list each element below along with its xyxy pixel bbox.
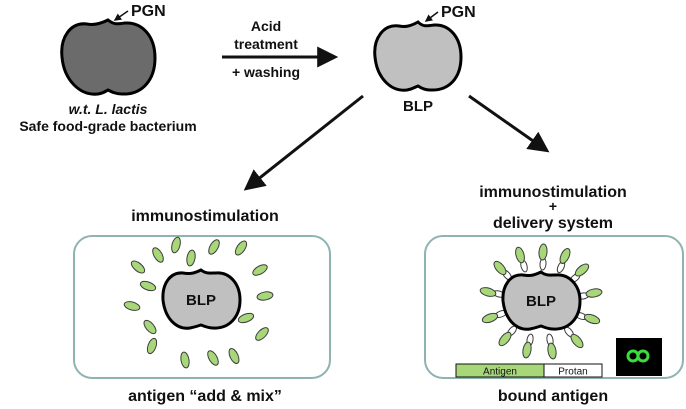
legend-protan-label: Protan	[558, 367, 587, 378]
right-panel-title-line1: immunostimulation	[479, 184, 627, 201]
free-antigen	[207, 350, 219, 366]
wt-strain-label: w.t. L. lactis	[69, 101, 148, 117]
bound-antigen	[515, 246, 525, 264]
bound-antigen	[559, 248, 571, 264]
free-antigen	[143, 319, 157, 335]
blp-particle-right	[501, 270, 582, 331]
arrow-to-left-panel	[243, 94, 364, 191]
free-antigen	[252, 264, 268, 276]
bound-antigen	[493, 260, 507, 276]
food-grade-label: Safe food-grade bacterium	[19, 118, 196, 134]
bound-antigen	[583, 313, 601, 325]
free-antigen	[256, 291, 274, 301]
pgn-pointer-right	[424, 11, 439, 22]
left-panel-box	[73, 235, 331, 379]
bound-antigen	[479, 287, 497, 297]
arrow-to-right-panel	[468, 94, 550, 153]
free-antigen	[139, 280, 157, 292]
blp-particle-top	[373, 20, 463, 92]
free-antigen	[171, 236, 181, 254]
free-antigen	[180, 351, 190, 369]
free-antigen	[234, 240, 248, 256]
free-antigen	[186, 249, 196, 267]
right-caption: bound antigen	[498, 388, 608, 405]
fluorescence-inset	[616, 338, 662, 376]
right-panel-title-plus: +	[549, 198, 557, 214]
blp-label-left: BLP	[186, 292, 216, 309]
bound-antigen	[522, 341, 532, 359]
arrow-label-acid: Acid	[251, 18, 281, 34]
pgn-pointer-left	[113, 10, 129, 21]
left-panel-title: immunostimulation	[131, 208, 279, 225]
bound-antigen	[481, 312, 499, 324]
free-antigen	[228, 348, 240, 364]
arrow-label-washing: + washing	[232, 64, 300, 80]
bound-antigen	[498, 331, 512, 347]
free-antigen	[237, 312, 255, 324]
free-antigen	[130, 260, 146, 274]
free-antigen	[146, 337, 158, 355]
blp-label-top: BLP	[403, 98, 433, 115]
left-caption: antigen “add & mix”	[128, 388, 282, 405]
bound-antigen	[585, 288, 603, 298]
arrow-label-treatment: treatment	[234, 36, 298, 52]
fusion-legend	[455, 363, 603, 378]
right-panel-title-line2: delivery system	[493, 215, 613, 232]
free-antigens	[123, 236, 274, 369]
bound-antigen	[538, 243, 548, 261]
legend-antigen-label: Antigen	[483, 367, 517, 378]
free-antigen	[208, 239, 220, 255]
bound-antigen	[574, 263, 590, 277]
free-antigen	[255, 327, 269, 341]
blp-label-right: BLP	[526, 293, 556, 310]
blp-particle-left	[161, 268, 242, 330]
free-antigen	[152, 247, 164, 263]
legend-protan-bar	[543, 363, 603, 378]
pgn-label-right: PGN	[441, 4, 476, 21]
right-panel-box	[424, 235, 684, 379]
bound-antigens	[479, 243, 603, 360]
bound-antigen	[547, 342, 557, 360]
pgn-label-left: PGN	[131, 3, 166, 20]
bound-antigen	[570, 333, 584, 349]
wt-bacterium	[60, 18, 157, 96]
free-antigen	[123, 301, 141, 311]
